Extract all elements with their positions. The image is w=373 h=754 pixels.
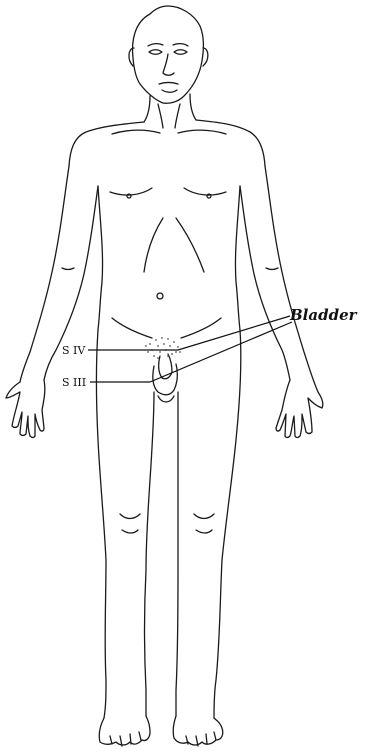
left-eye bbox=[149, 50, 162, 55]
left-flank bbox=[98, 186, 103, 330]
label-segment-lower: S III bbox=[62, 376, 86, 389]
right-leg-inner bbox=[176, 392, 178, 716]
right-elbow-mark bbox=[266, 268, 278, 270]
left-knee bbox=[120, 514, 140, 519]
left-brow bbox=[148, 44, 163, 46]
nose bbox=[163, 54, 174, 75]
navel bbox=[157, 293, 163, 299]
neck-muscle-right bbox=[175, 104, 180, 128]
chin-line bbox=[162, 90, 177, 92]
leader-lines bbox=[88, 316, 292, 382]
right-clavicle bbox=[178, 130, 226, 134]
neck-right bbox=[190, 94, 196, 120]
crotch bbox=[158, 396, 174, 402]
left-shoulder bbox=[69, 122, 144, 166]
left-leg-outer bbox=[97, 330, 107, 718]
right-foot bbox=[173, 716, 223, 745]
left-nipple bbox=[127, 194, 131, 198]
left-hand bbox=[6, 380, 45, 438]
right-brow bbox=[173, 44, 188, 46]
right-pectoral bbox=[184, 188, 226, 195]
left-leg-inner bbox=[145, 392, 155, 716]
mouth bbox=[159, 83, 178, 85]
right-knee-lower bbox=[196, 530, 212, 533]
left-knee-lower bbox=[122, 530, 138, 533]
neck-muscle-left bbox=[158, 104, 163, 128]
right-nipple bbox=[207, 194, 211, 198]
leader-lower-diagonal bbox=[150, 322, 292, 382]
left-elbow-mark bbox=[62, 268, 74, 270]
left-rib-margin bbox=[144, 218, 163, 272]
right-knee bbox=[194, 514, 214, 519]
neck-left bbox=[144, 96, 150, 122]
bladder-region bbox=[145, 337, 181, 359]
label-segment-upper: S IV bbox=[62, 344, 86, 357]
right-arm-inner bbox=[240, 186, 290, 380]
right-arm-outer bbox=[265, 166, 318, 392]
right-leg-outer bbox=[214, 330, 241, 718]
right-rib-margin bbox=[176, 218, 204, 272]
right-hand bbox=[276, 380, 323, 438]
left-groin bbox=[112, 318, 152, 338]
left-foot bbox=[99, 716, 150, 745]
left-pectoral bbox=[110, 188, 152, 195]
right-shoulder bbox=[196, 120, 265, 166]
left-clavicle bbox=[112, 130, 160, 134]
right-eye bbox=[174, 50, 187, 55]
label-bladder: Bladder bbox=[289, 306, 358, 324]
right-flank bbox=[235, 186, 240, 330]
right-groin bbox=[181, 318, 221, 338]
